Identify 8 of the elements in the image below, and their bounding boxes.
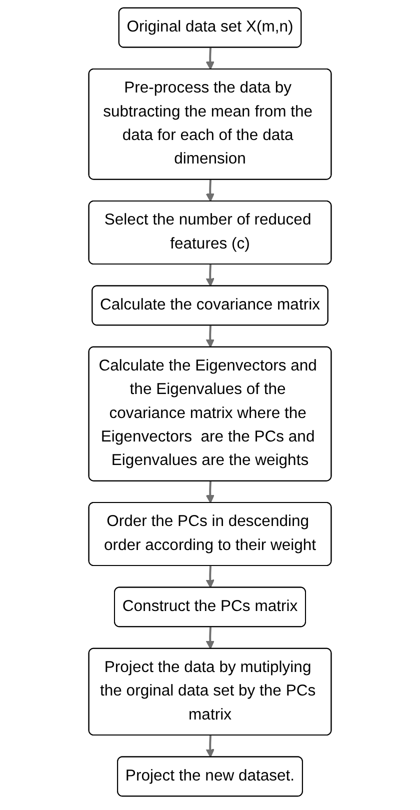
arrow <box>206 566 214 588</box>
arrow <box>206 48 214 70</box>
arrow <box>206 481 214 504</box>
arrow <box>206 180 214 202</box>
arrow <box>206 264 214 287</box>
arrow <box>206 326 214 348</box>
arrow <box>206 627 214 650</box>
arrow <box>206 735 214 758</box>
